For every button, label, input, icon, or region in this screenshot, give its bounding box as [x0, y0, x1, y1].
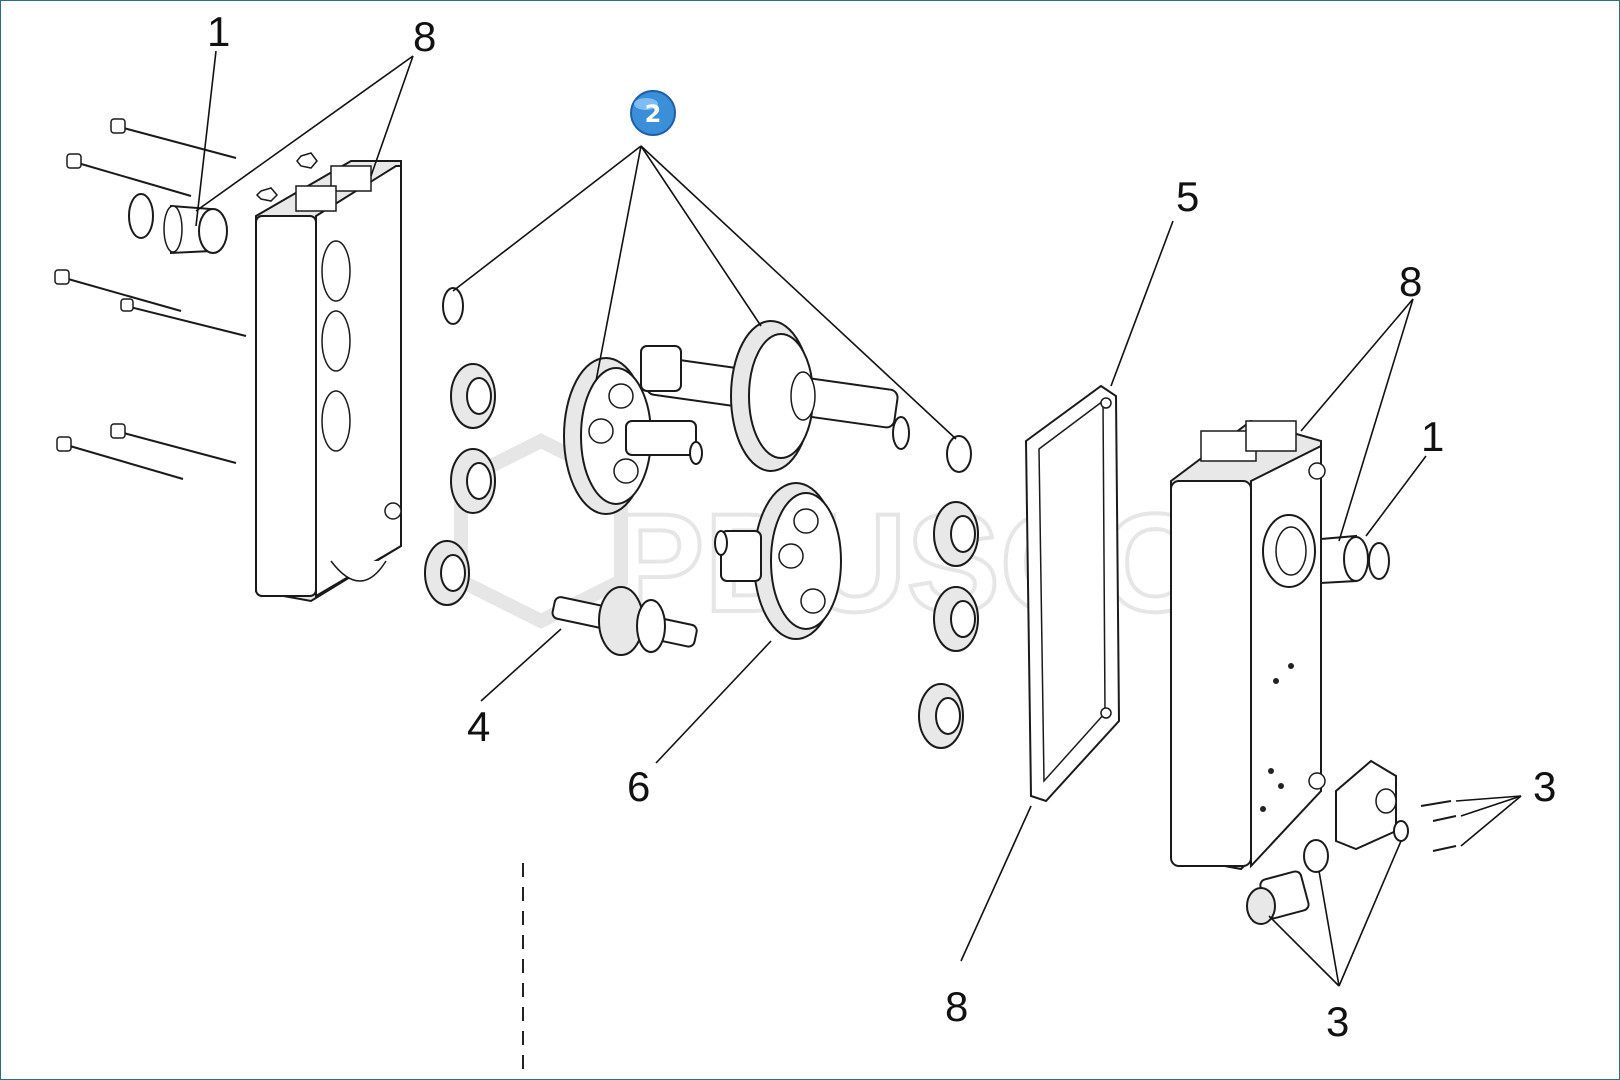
bearings-right [918, 435, 979, 749]
bracket-hardware [1246, 759, 1457, 925]
pinion-shaft [551, 586, 698, 656]
leader-lines [195, 50, 1522, 987]
callout-8-bottom: 8 [945, 983, 968, 1030]
right-housing [1170, 419, 1326, 871]
lower-gear [714, 482, 842, 640]
callout-8-left: 8 [413, 13, 436, 60]
left-bushing [128, 193, 228, 255]
bearings-left [424, 287, 496, 606]
left-housing [255, 160, 402, 603]
callout-6: 6 [627, 763, 650, 810]
callout-5: 5 [1176, 173, 1199, 220]
callout-1-right: 1 [1421, 413, 1444, 460]
badge-label: 2 [645, 100, 662, 128]
callout-3-right: 3 [1533, 763, 1556, 810]
upper-gear-shaft [640, 320, 910, 472]
left-gear [563, 357, 703, 515]
right-bushing [1320, 534, 1390, 585]
callout-3-bottom: 3 [1326, 998, 1349, 1045]
gasket [1024, 384, 1121, 803]
callout-4: 4 [467, 703, 490, 750]
callouts: 1 8 5 8 1 3 4 6 8 3 [207, 8, 1556, 1045]
callout-8-right: 8 [1399, 258, 1422, 305]
callout-1-left: 1 [207, 8, 230, 55]
badge-2: 2 [630, 90, 676, 136]
left-bolts [54, 118, 318, 480]
